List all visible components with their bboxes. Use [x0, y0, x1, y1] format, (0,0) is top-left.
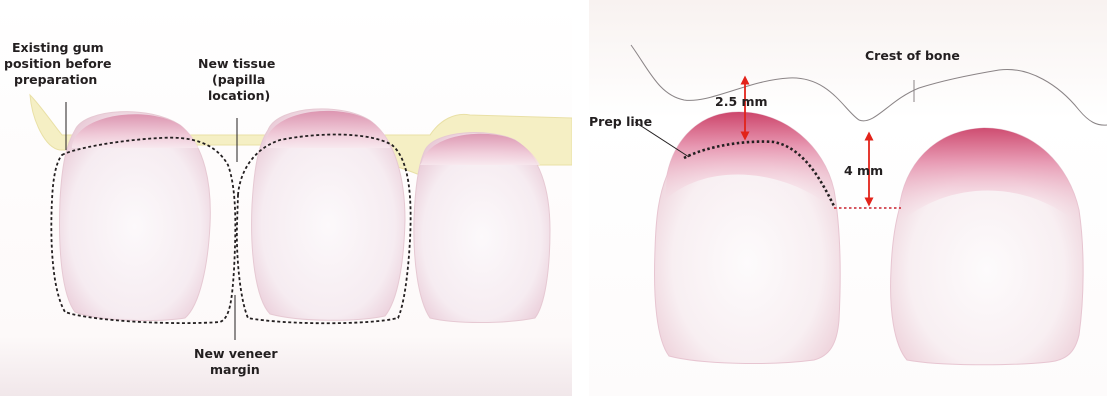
dimension-label-4mm: 4 mm	[844, 163, 883, 178]
veneer-margin-diagram: Existing gum position before preparation…	[0, 0, 572, 396]
gum-label-line2: position before	[4, 56, 111, 71]
left-diagram-panel: Existing gum position before preparation…	[0, 0, 572, 396]
tissue-label-line2: (papilla	[212, 72, 265, 87]
dimension-label-2-5mm: 2.5 mm	[715, 94, 768, 109]
crest-of-bone-label: Crest of bone	[865, 48, 960, 63]
margin-label-line2: margin	[210, 362, 260, 377]
gum-label-line3: preparation	[14, 72, 97, 87]
margin-label-line1: New veneer	[194, 346, 278, 361]
tissue-label-line3: location)	[208, 88, 270, 103]
tissue-label-line1: New tissue	[198, 56, 275, 71]
right-diagram-panel: Crest of bone Prep line 2.5 mm 4 mm	[589, 0, 1107, 396]
bone-crest-diagram: Crest of bone Prep line 2.5 mm 4 mm	[589, 0, 1107, 396]
gum-label-line1: Existing gum	[12, 40, 104, 55]
prep-line-label: Prep line	[589, 114, 652, 129]
